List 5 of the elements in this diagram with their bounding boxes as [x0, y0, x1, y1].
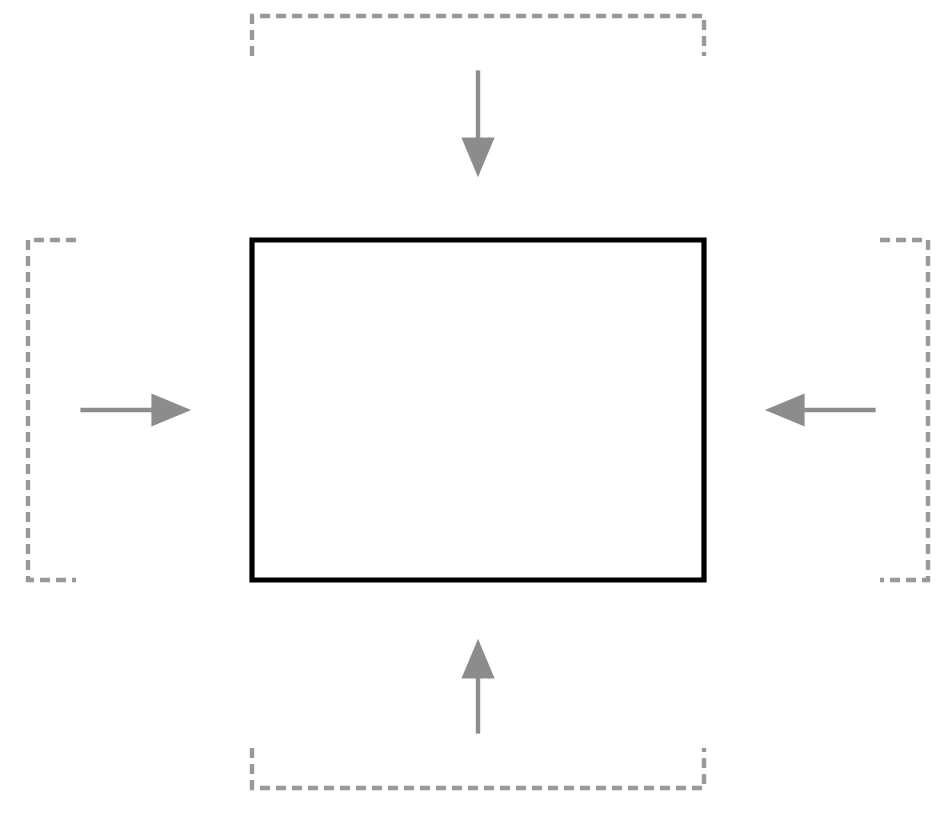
dashed-bracket [249, 748, 707, 791]
box [249, 237, 707, 583]
dashed-bracket [25, 237, 76, 583]
dashed-bracket [249, 13, 707, 56]
dashed-bracket [880, 237, 931, 583]
